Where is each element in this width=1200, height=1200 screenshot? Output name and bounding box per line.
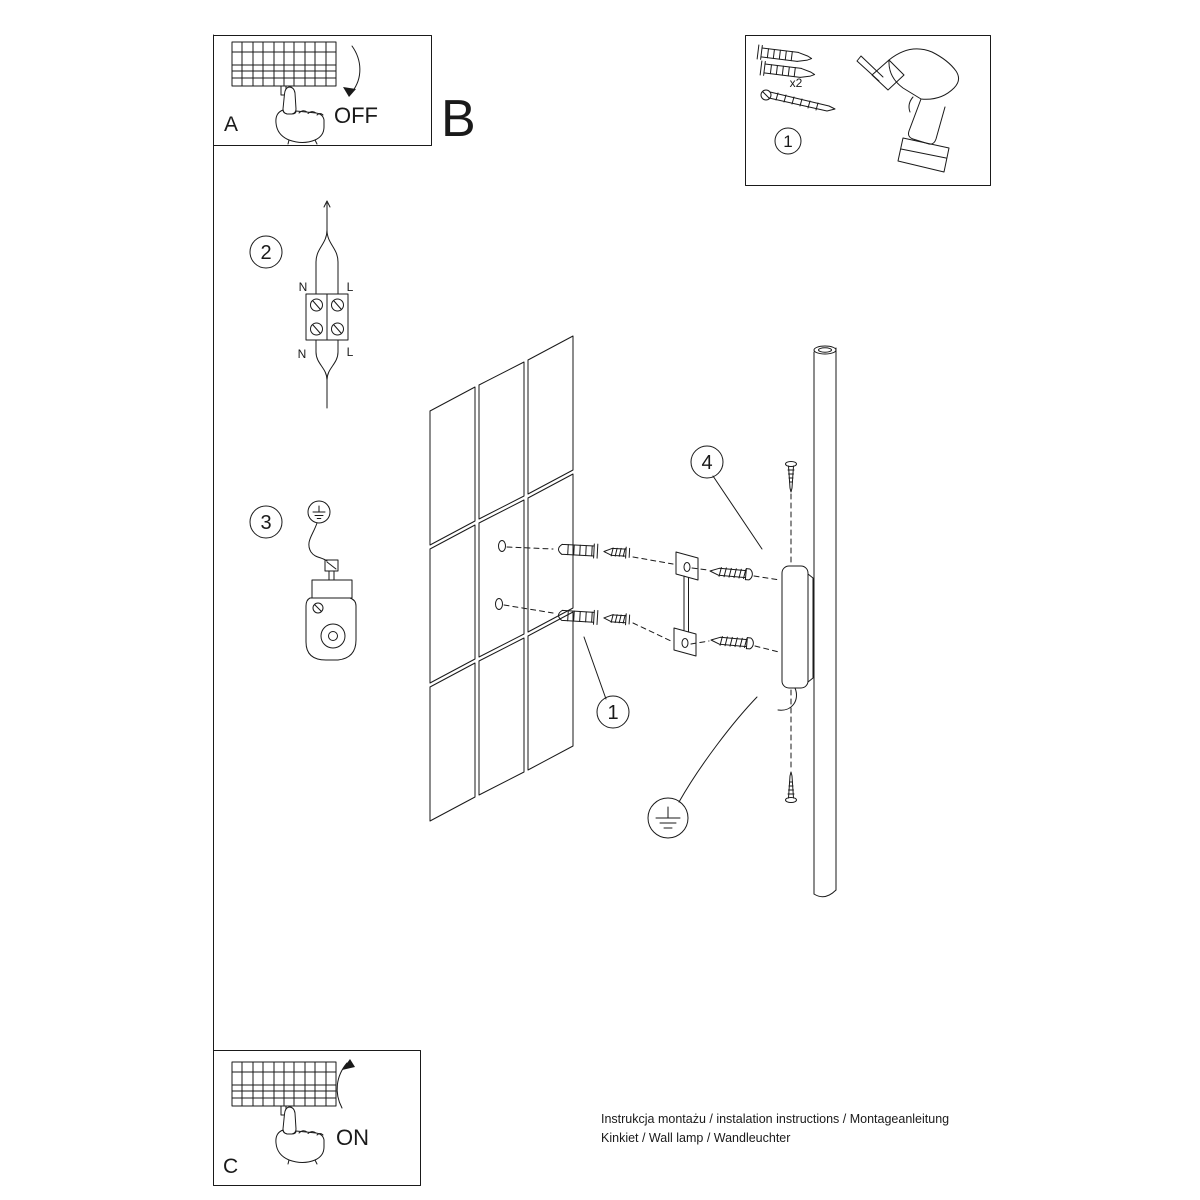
power-off-step: OFF A (213, 35, 432, 146)
alignment-dash (753, 575, 781, 653)
panel-c-label: C (223, 1155, 238, 1178)
fixing-screw-bottom (785, 689, 797, 803)
wall-tile (527, 611, 574, 771)
panel-c-frame (213, 1050, 421, 1186)
section-b-label: B (441, 90, 476, 148)
alignment-dash (690, 567, 710, 645)
pressing-hand-icon (275, 86, 325, 145)
wall-tile (429, 386, 476, 546)
svg-text:2: 2 (260, 242, 271, 264)
toolbox-frame (745, 35, 991, 186)
footer-line-2: Kinkiet / Wall lamp / Wandleuchter (601, 1131, 790, 1145)
ground-symbol-icon (307, 500, 331, 524)
svg-text:3: 3 (260, 512, 271, 534)
wire-diagram: N L N L (298, 200, 354, 409)
l-bottom-label: L (347, 345, 354, 359)
wall-plug-icon (759, 60, 816, 83)
wall-anchor-icon (557, 541, 631, 561)
wall-anchor-icon (557, 607, 631, 627)
wall-tile (527, 335, 574, 495)
drill-hole (495, 598, 503, 610)
svg-text:1: 1 (783, 132, 792, 151)
svg-text:1: 1 (607, 702, 618, 724)
ground-wire (308, 522, 328, 562)
ground-symbol-icon (655, 806, 681, 829)
step-3-badge: 3 (249, 505, 283, 539)
mounting-screw-icon (710, 634, 755, 650)
alignment-dash (503, 546, 554, 614)
wall-tile (527, 473, 574, 633)
wall-tile (429, 524, 476, 684)
panel-a-frame (213, 35, 432, 146)
pressing-hand-icon (275, 1106, 325, 1165)
breaker-panel-icon (231, 41, 337, 96)
n-top-label: N (299, 280, 308, 294)
tools-step: x2 1 (745, 35, 991, 186)
plug-count-label: x2 (790, 76, 803, 90)
wall-tile (429, 662, 476, 822)
mounting-screw-icon (709, 565, 754, 581)
l-top-label: L (347, 280, 354, 294)
wall-tile (478, 499, 525, 658)
off-label: OFF (334, 103, 378, 128)
drill-icon (856, 48, 960, 173)
breaker-panel-icon (231, 1061, 337, 1116)
power-on-step: ON C (213, 1050, 421, 1186)
wall-tiles (429, 335, 574, 822)
fixing-screw-top (785, 461, 797, 565)
step-1-badge: 1 (774, 127, 802, 155)
wall-tile (478, 637, 525, 796)
drill-hole (498, 540, 506, 552)
bracket-callout: 4 (690, 445, 763, 550)
lamp-tube (813, 345, 837, 898)
anchor-callout: 1 (583, 636, 630, 729)
arrow-up-icon (336, 1059, 355, 1109)
on-label: ON (336, 1125, 369, 1150)
panel-a-label: A (224, 113, 238, 136)
n-bottom-label: N (298, 347, 307, 361)
grounding-step: 3 (249, 500, 357, 661)
wiring-step: 2 N L N L (249, 200, 354, 409)
screw-icon (760, 89, 836, 112)
footer-line-1: Instrukcja montażu / instalation instruc… (601, 1112, 949, 1126)
footer: Instrukcja montażu / instalation instruc… (601, 1112, 949, 1145)
svg-text:4: 4 (701, 452, 712, 474)
wall-tile (478, 361, 525, 520)
ground-clamp (305, 559, 357, 661)
alignment-dash (632, 556, 674, 642)
lamp-backplate (777, 565, 814, 711)
mounting-diagram: 4 1 (429, 335, 837, 898)
mounting-bracket (673, 551, 699, 657)
ground-callout (647, 696, 758, 839)
terminal-block (305, 293, 349, 341)
step-2-badge: 2 (249, 235, 283, 269)
arrow-down-icon (343, 45, 361, 97)
